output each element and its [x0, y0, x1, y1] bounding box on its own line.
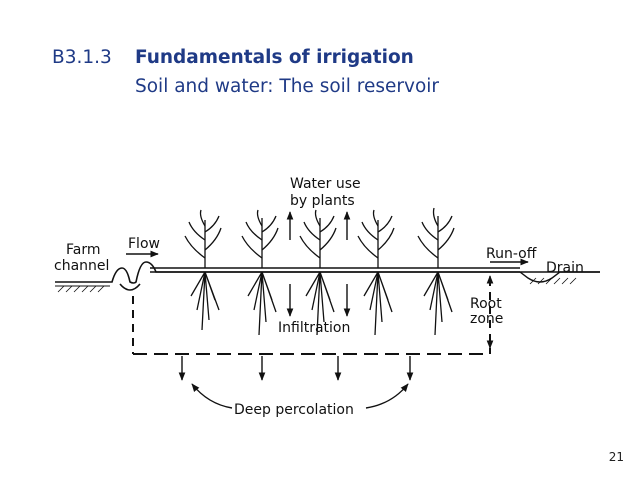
root-label: Root — [470, 296, 502, 312]
slide-title: Fundamentals of irrigation — [135, 47, 414, 68]
plants — [184, 207, 455, 336]
deep-percolation-curve-right — [365, 383, 409, 409]
deep-percolation-curve-left — [191, 383, 233, 409]
deep-percolation-label: Deep percolation — [234, 402, 354, 418]
page-number: 21 — [608, 450, 624, 464]
flow-label: Flow — [128, 236, 160, 252]
diagram-labels: Water use by plants Farm channel Flow Ru… — [54, 176, 584, 418]
plant-3 — [299, 209, 337, 336]
plant-5 — [417, 207, 455, 336]
field-surface — [150, 267, 600, 283]
water-use-label-line2: by plants — [290, 193, 355, 209]
plant-4 — [357, 209, 395, 336]
drain-label: Drain — [546, 260, 584, 276]
plant-2 — [241, 209, 279, 336]
zone-label: zone — [470, 311, 503, 327]
infiltration-label: Infiltration — [278, 320, 350, 336]
run-off-label: Run-off — [486, 246, 537, 262]
slide-subtitle: Soil and water: The soil reservoir — [135, 76, 440, 97]
farm-channel-ground — [55, 261, 600, 291]
arrows — [126, 211, 529, 409]
farm-label: Farm — [66, 242, 101, 258]
section-number: B3.1.3 — [52, 47, 112, 68]
channel-label: channel — [54, 258, 109, 274]
plant-1 — [184, 209, 222, 331]
water-use-label-line1: Water use — [290, 176, 361, 192]
